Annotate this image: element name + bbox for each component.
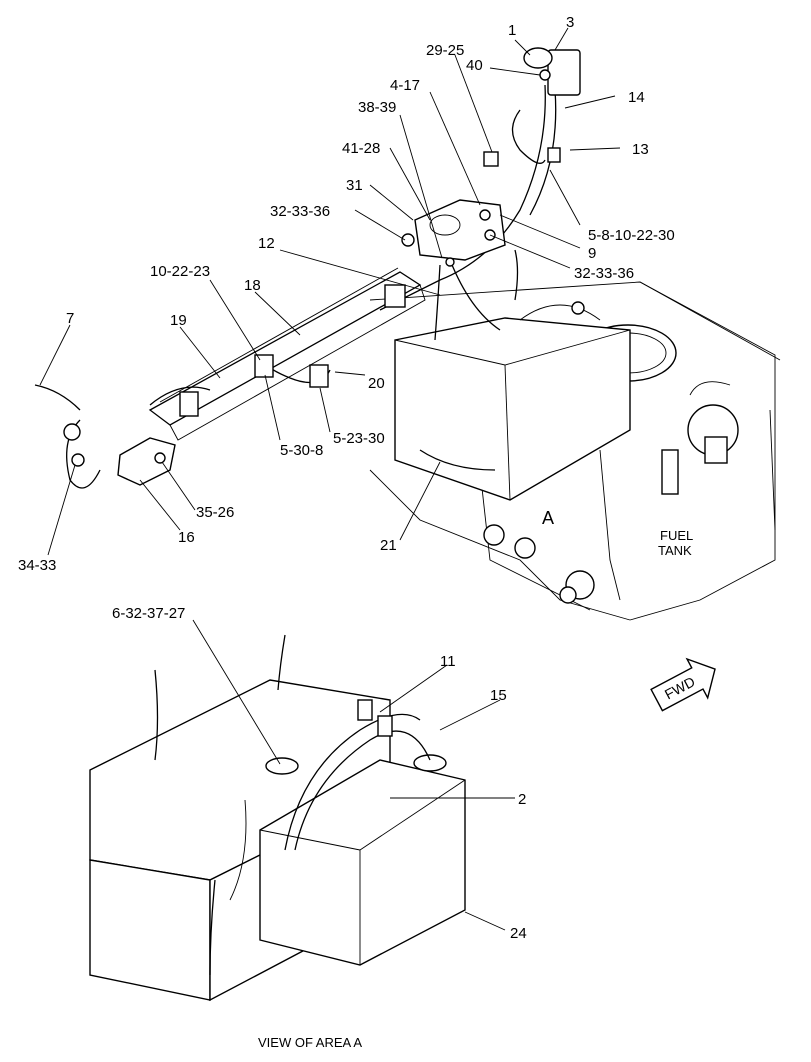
tank-fittings xyxy=(483,524,595,604)
callout-11: 11 xyxy=(440,653,456,670)
junction-block xyxy=(401,199,506,267)
callout-19: 19 xyxy=(170,312,187,329)
view-caption: VIEW OF AREA A xyxy=(258,1035,362,1050)
callout-32-33-36-b: 32-33-36 xyxy=(574,265,634,282)
callout-3: 3 xyxy=(566,14,574,31)
fuel-tank-frame xyxy=(369,281,781,621)
callout-35-26: 35-26 xyxy=(196,504,234,521)
callout-31: 31 xyxy=(346,177,363,194)
callout-6-32-37-27: 6-32-37-27 xyxy=(112,605,185,622)
callout-40: 40 xyxy=(466,57,483,74)
fwd-arrow: FWD xyxy=(650,657,716,712)
callout-18: 18 xyxy=(244,277,261,294)
callout-32-33-36-a: 32-33-36 xyxy=(270,203,330,220)
callout-4-17: 4-17 xyxy=(390,77,420,94)
callout-21: 21 xyxy=(380,537,397,554)
leader-lines xyxy=(39,27,621,931)
callout-14: 14 xyxy=(628,89,645,106)
callout-41-28: 41-28 xyxy=(342,140,380,157)
battery-disconnect-switch xyxy=(523,47,581,96)
callout-1: 1 xyxy=(508,22,516,39)
area-a-label: A xyxy=(542,508,554,528)
callout-labels: 1 3 40 29-25 4-17 38-39 14 13 41-28 31 3… xyxy=(18,14,693,1050)
starter-bracket xyxy=(63,423,176,486)
harness-clips xyxy=(179,147,561,417)
callout-38-39: 38-39 xyxy=(358,99,396,116)
callout-10-22-23: 10-22-23 xyxy=(150,263,210,280)
callout-20: 20 xyxy=(368,375,385,392)
callout-5-8-10-22-30: 5-8-10-22-30 xyxy=(588,227,675,244)
frame-rail xyxy=(148,267,426,441)
callout-34-33: 34-33 xyxy=(18,557,56,574)
callout-5-30-8: 5-30-8 xyxy=(280,442,323,459)
callout-24: 24 xyxy=(510,925,527,942)
callout-2: 2 xyxy=(518,791,526,808)
callout-5-23-30: 5-23-30 xyxy=(333,430,385,447)
battery-box-upper xyxy=(394,301,631,501)
fuel-tank-label-line1: FUEL xyxy=(660,528,693,543)
callout-7: 7 xyxy=(66,310,74,327)
battery-right xyxy=(259,754,466,966)
callout-15: 15 xyxy=(490,687,507,704)
callout-12: 12 xyxy=(258,235,275,252)
fuel-gauge xyxy=(661,404,739,495)
callout-29-25: 29-25 xyxy=(426,42,464,59)
battery-cables xyxy=(154,634,431,976)
callout-13: 13 xyxy=(632,141,649,158)
fuel-tank-label-line2: TANK xyxy=(658,543,692,558)
callout-16: 16 xyxy=(178,529,195,546)
callout-9: 9 xyxy=(588,245,596,262)
